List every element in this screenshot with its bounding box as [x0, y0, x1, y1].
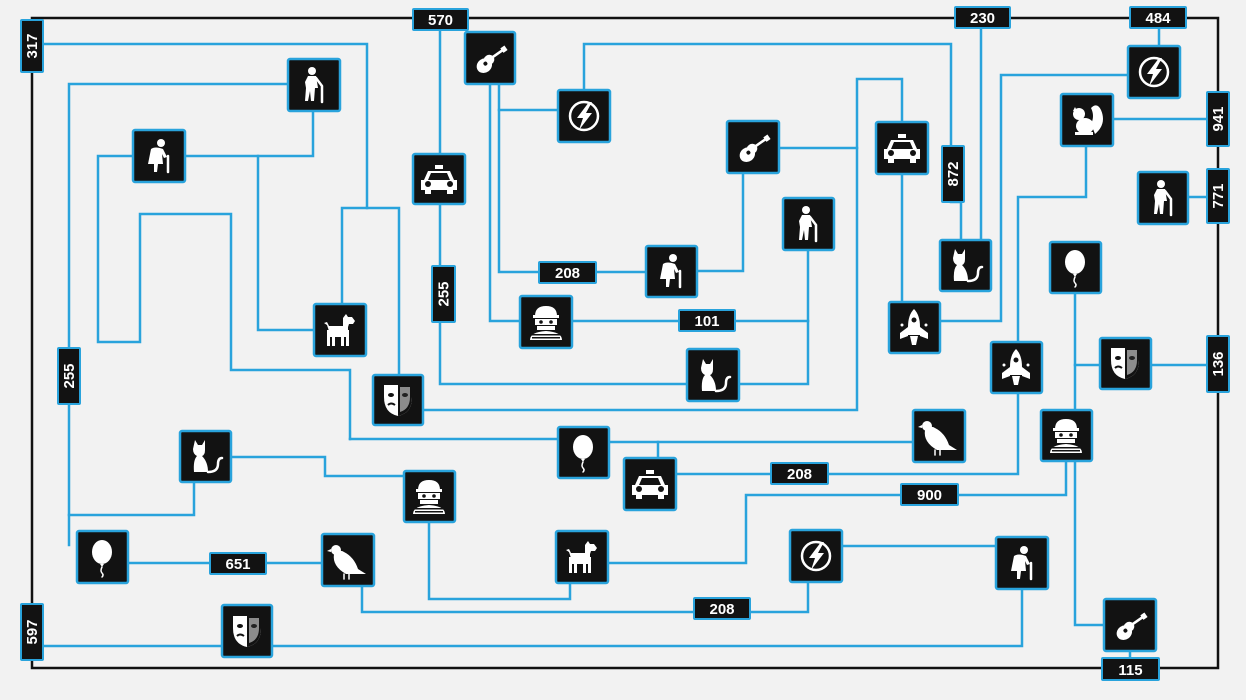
tag-872: 872	[941, 145, 965, 203]
tag-230: 230	[954, 6, 1011, 29]
tag-label: 230	[970, 10, 995, 27]
tag-label: 255	[436, 281, 453, 306]
tag-101: 101	[678, 309, 736, 332]
node-masks-2[interactable]	[371, 373, 425, 427]
tag-label: 115	[1118, 662, 1142, 679]
node-burglar-3[interactable]	[402, 469, 457, 524]
tag-597: 597	[20, 603, 44, 661]
tag-115: 115	[1101, 657, 1160, 681]
node-cat-2[interactable]	[685, 347, 741, 403]
tag-label: 900	[917, 487, 942, 504]
node-dog-1[interactable]	[312, 302, 368, 358]
tag-label: 255	[61, 363, 78, 388]
node-elder-2[interactable]	[644, 244, 699, 299]
tag-208-a: 208	[538, 261, 597, 284]
node-masks-3[interactable]	[220, 603, 274, 659]
node-taxi-3[interactable]	[622, 456, 678, 512]
node-flash-2[interactable]	[1126, 44, 1182, 100]
tag-208-b: 208	[770, 462, 829, 485]
node-walker-2[interactable]	[1136, 170, 1190, 226]
tag-label: 208	[787, 466, 812, 483]
tag-label: 208	[709, 601, 734, 618]
tag-570: 570	[412, 8, 469, 31]
tag-label: 208	[555, 265, 580, 282]
node-balloon-1[interactable]	[1048, 240, 1103, 295]
tag-484: 484	[1129, 6, 1187, 29]
tag-651: 651	[209, 552, 267, 575]
tags: 570 230 484 317 941 771 872 255 208 101 …	[20, 6, 1230, 681]
node-rocket-1[interactable]	[887, 300, 942, 355]
node-squirrel[interactable]	[1059, 92, 1115, 148]
node-pigeon-2[interactable]	[320, 532, 376, 588]
tag-941: 941	[1206, 91, 1230, 147]
tag-label: 651	[225, 556, 250, 573]
tag-255-a: 255	[431, 265, 456, 323]
node-burglar-1[interactable]	[518, 294, 574, 350]
tag-label: 570	[428, 12, 453, 29]
tag-136: 136	[1206, 335, 1230, 393]
tag-label: 101	[694, 313, 719, 330]
node-cat-1[interactable]	[938, 238, 993, 293]
tag-255-b: 255	[57, 347, 81, 405]
tag-label: 872	[945, 161, 962, 186]
node-guitar-2[interactable]	[725, 119, 781, 175]
node-elder-1[interactable]	[131, 128, 187, 184]
node-walker-3[interactable]	[781, 196, 836, 252]
node-cat-3[interactable]	[178, 429, 233, 484]
nodes	[75, 30, 1190, 659]
node-burglar-2[interactable]	[1039, 408, 1094, 463]
node-taxi-1[interactable]	[411, 152, 467, 206]
node-walker-1[interactable]	[286, 57, 342, 113]
tag-900: 900	[900, 483, 959, 506]
tag-label: 771	[1210, 183, 1227, 208]
node-masks-1[interactable]	[1098, 336, 1153, 391]
tag-317: 317	[20, 19, 44, 73]
node-balloon-3[interactable]	[75, 529, 130, 585]
tag-label: 597	[24, 619, 41, 644]
tag-208-c: 208	[693, 597, 751, 620]
node-flash-3[interactable]	[788, 528, 844, 584]
node-dog-2[interactable]	[554, 529, 610, 585]
node-guitar-1[interactable]	[463, 30, 517, 86]
node-pigeon-1[interactable]	[911, 408, 967, 464]
node-taxi-2[interactable]	[874, 120, 930, 176]
node-rocket-2[interactable]	[989, 340, 1044, 395]
tag-label: 136	[1210, 351, 1227, 376]
tag-label: 941	[1210, 106, 1227, 131]
tag-label: 317	[24, 33, 41, 58]
node-elder-3[interactable]	[994, 535, 1050, 591]
node-flash-1[interactable]	[556, 88, 612, 144]
tag-771: 771	[1206, 168, 1230, 224]
tag-label: 484	[1145, 10, 1171, 27]
node-guitar-3[interactable]	[1102, 597, 1158, 653]
node-balloon-2[interactable]	[556, 425, 611, 480]
